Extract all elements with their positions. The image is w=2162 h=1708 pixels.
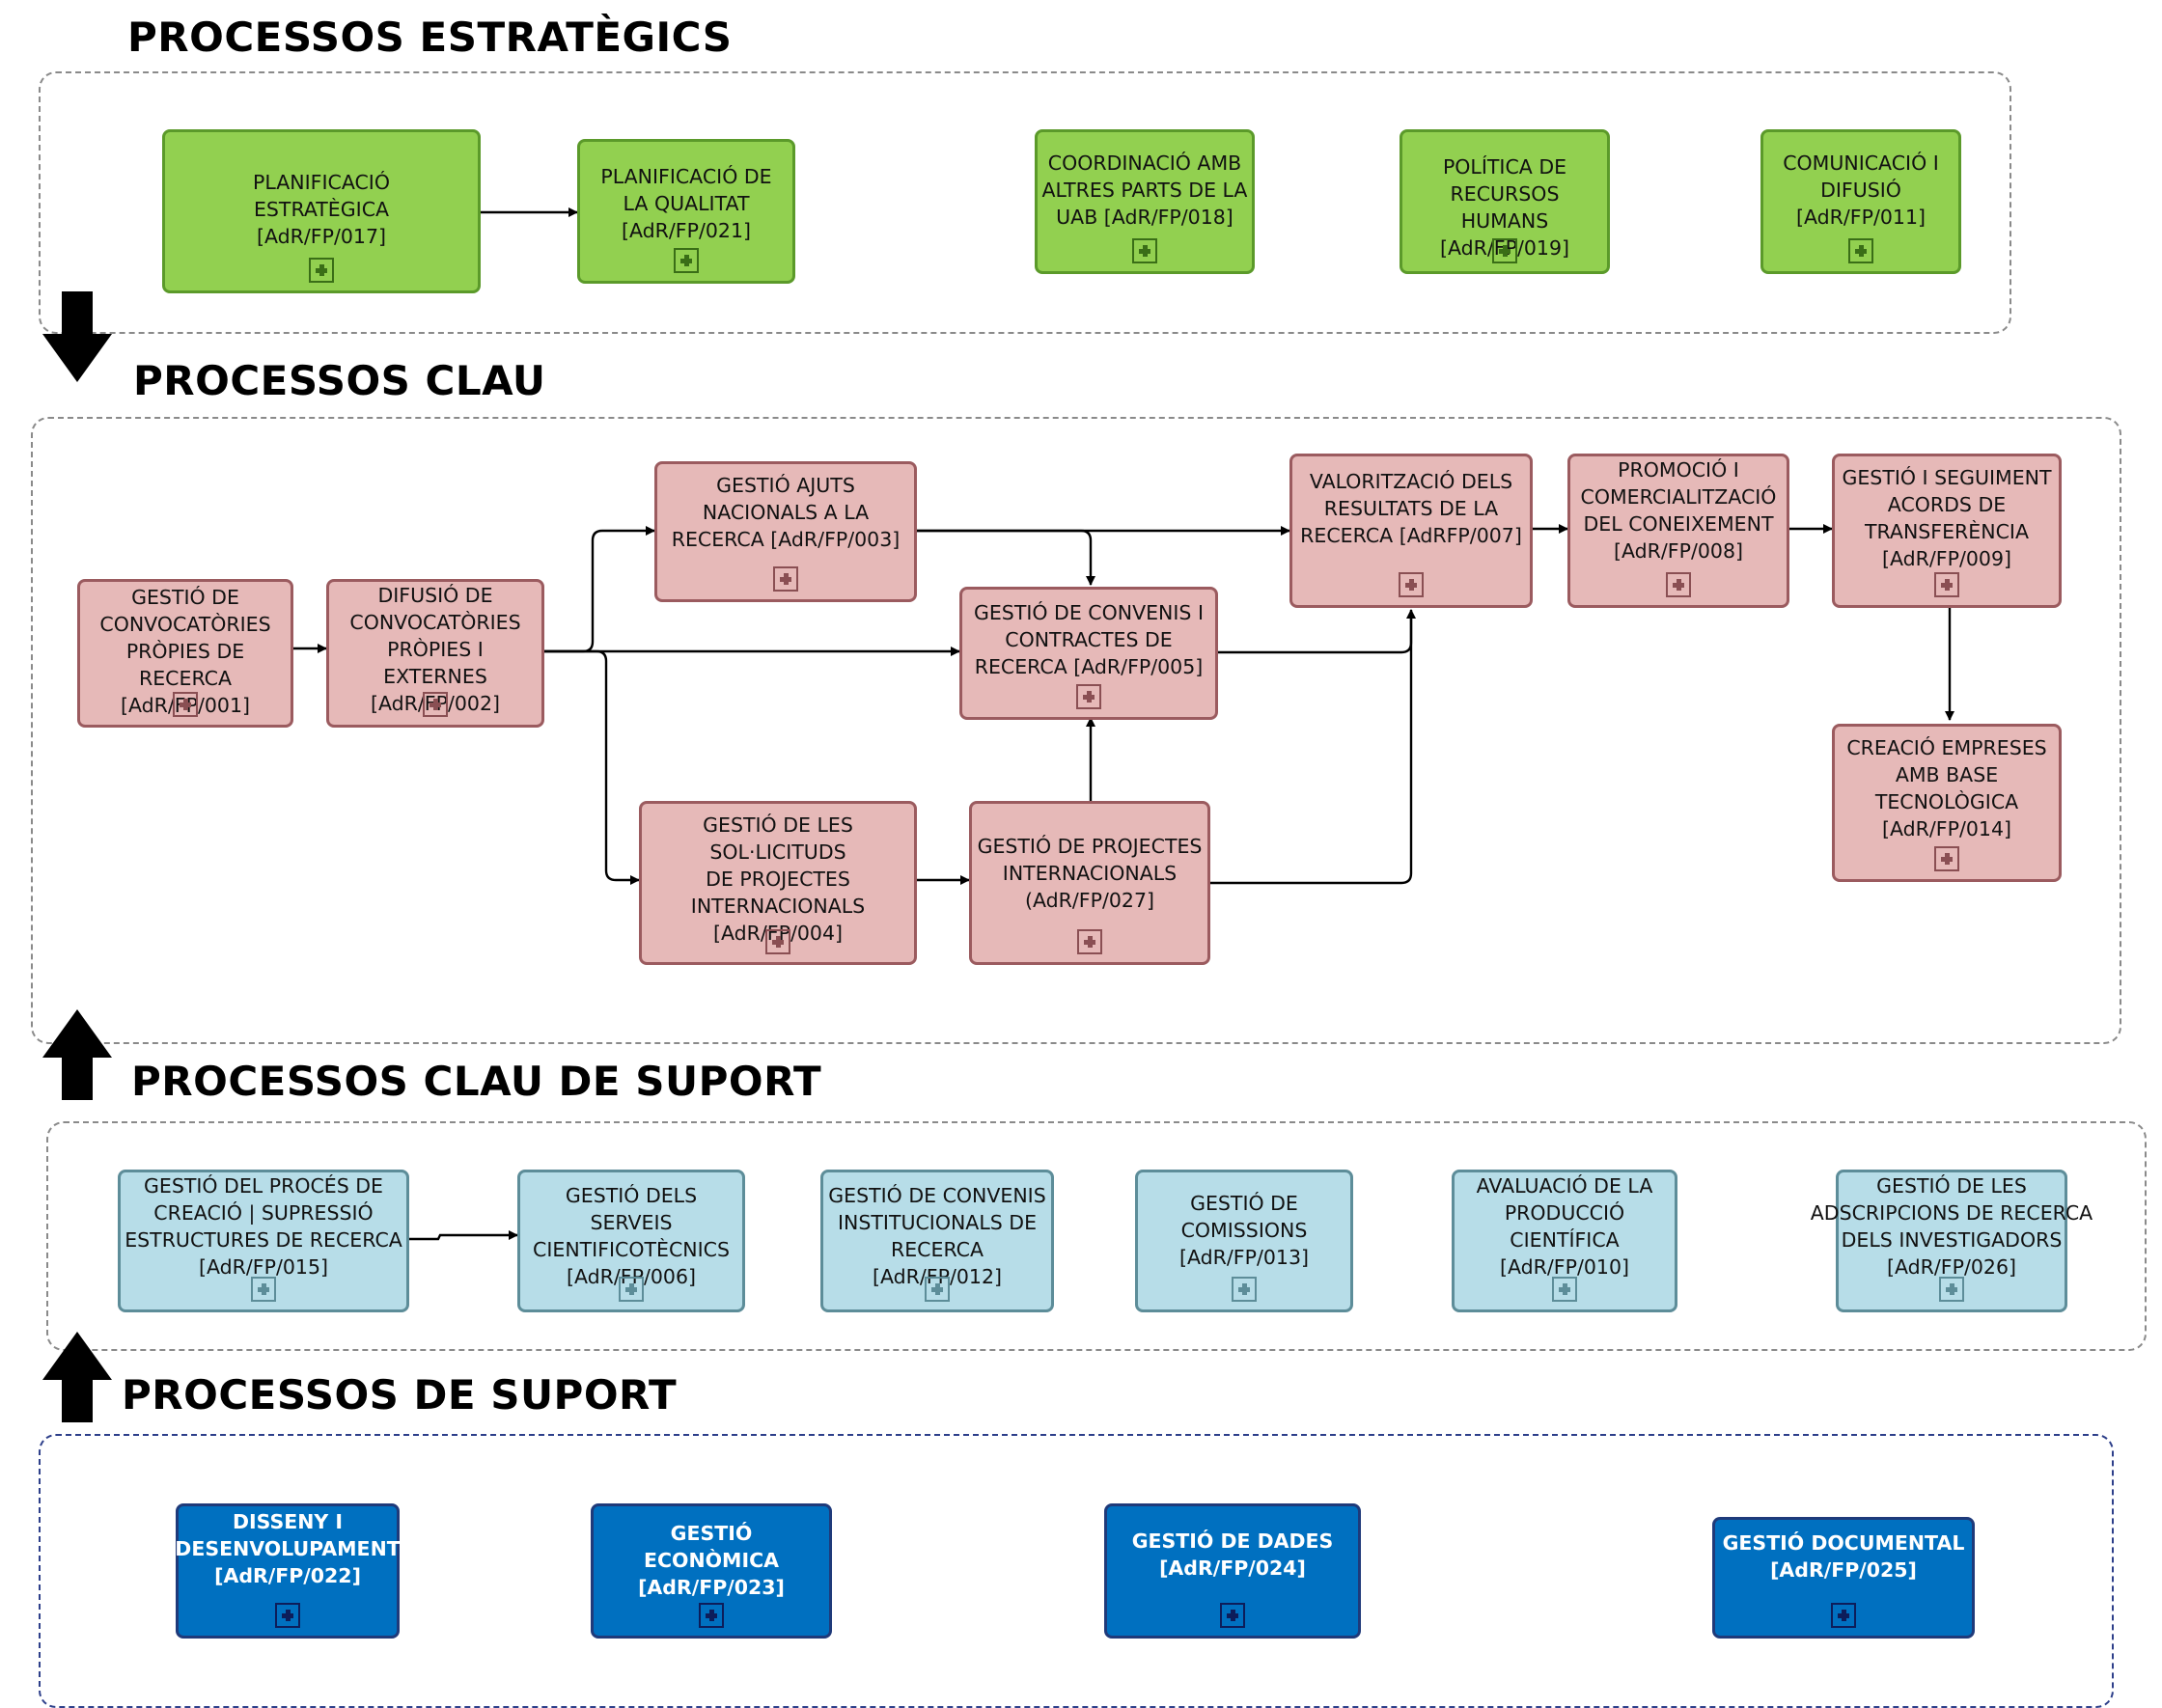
- section-title-key: PROCESSOS CLAU: [133, 357, 546, 404]
- process-label: DISSENY I DESENVOLUPAMENT [AdR/FP/022]: [175, 1510, 401, 1587]
- section-title-support: PROCESSOS DE SUPORT: [122, 1371, 678, 1419]
- expand-plus-icon[interactable]: [925, 1277, 950, 1302]
- expand-plus-icon[interactable]: [1552, 1277, 1577, 1302]
- lane-support: [39, 1434, 2114, 1708]
- up-arrow-icon: [42, 1332, 112, 1422]
- process-label: COORDINACIÓ AMB ALTRES PARTS DE LA UAB […: [1041, 152, 1248, 229]
- process-box-p022[interactable]: DISSENY I DESENVOLUPAMENT [AdR/FP/022]: [175, 1503, 401, 1639]
- process-label: PROMOCIÓ I COMERCIALITZACIÓ DEL CONEIXEM…: [1580, 458, 1777, 563]
- process-label: AVALUACIÓ DE LA PRODUCCIÓ CIENTÍFICA [Ad…: [1476, 1174, 1653, 1279]
- expand-plus-icon[interactable]: [1232, 1277, 1257, 1302]
- down-arrow-icon: [42, 291, 112, 382]
- process-box-p025[interactable]: GESTIÓ DOCUMENTAL [AdR/FP/025]: [1712, 1517, 1975, 1639]
- process-label: GESTIÓ DOCUMENTAL [AdR/FP/025]: [1722, 1531, 1965, 1582]
- process-label: GESTIÓ DEL PROCÉS DE CREACIÓ | SUPRESSIÓ…: [125, 1174, 402, 1279]
- process-label: GESTIÓ ECONÒMICA [AdR/FP/023]: [638, 1522, 785, 1599]
- process-label: GESTIÓ DELS SERVEIS CIENTIFICOTÈCNICS [A…: [533, 1184, 730, 1288]
- process-box-p011[interactable]: COMUNICACIÓ I DIFUSIÓ [AdR/FP/011]: [1760, 129, 1961, 274]
- expand-plus-icon[interactable]: [1132, 238, 1157, 263]
- process-label: GESTIÓ I SEGUIMENT ACORDS DE TRANSFERÈNC…: [1842, 466, 2052, 570]
- expand-plus-icon[interactable]: [1076, 684, 1101, 709]
- process-box-p004[interactable]: GESTIÓ DE LES SOL·LICITUDS DE PROJECTES …: [639, 801, 917, 965]
- process-box-p008[interactable]: PROMOCIÓ I COMERCIALITZACIÓ DEL CONEIXEM…: [1567, 454, 1789, 608]
- expand-plus-icon[interactable]: [1399, 572, 1424, 597]
- process-box-p023[interactable]: GESTIÓ ECONÒMICA [AdR/FP/023]: [591, 1503, 832, 1639]
- expand-plus-icon[interactable]: [619, 1277, 644, 1302]
- process-label: DIFUSIÓ DE CONVOCATÒRIES PRÒPIES I EXTER…: [349, 584, 521, 715]
- expand-plus-icon[interactable]: [173, 692, 198, 717]
- process-box-p009[interactable]: GESTIÓ I SEGUIMENT ACORDS DE TRANSFERÈNC…: [1832, 454, 2062, 608]
- process-box-p014[interactable]: CREACIÓ EMPRESES AMB BASE TECNOLÒGICA [A…: [1832, 724, 2062, 882]
- process-label: GESTIÓ DE CONVOCATÒRIES PRÒPIES DE RECER…: [99, 586, 271, 717]
- expand-plus-icon[interactable]: [1220, 1603, 1245, 1628]
- process-label: CREACIÓ EMPRESES AMB BASE TECNOLÒGICA [A…: [1846, 736, 2047, 840]
- section-title-strategic: PROCESSOS ESTRATÈGICS: [127, 14, 733, 61]
- expand-plus-icon[interactable]: [1666, 572, 1691, 597]
- process-box-p026[interactable]: GESTIÓ DE LES ADSCRIPCIONS DE RECERCA DE…: [1811, 1170, 2093, 1312]
- process-label: GESTIÓ DE LES ADSCRIPCIONS DE RECERCA DE…: [1810, 1174, 2093, 1279]
- expand-plus-icon[interactable]: [423, 692, 448, 717]
- process-label: VALORITZACIÓ DELS RESULTATS DE LA RECERC…: [1300, 470, 1522, 547]
- expand-plus-icon[interactable]: [1848, 238, 1873, 263]
- process-label: COMUNICACIÓ I DIFUSIÓ [AdR/FP/011]: [1783, 152, 1939, 229]
- expand-plus-icon[interactable]: [309, 258, 334, 283]
- process-label: GESTIÓ DE CONVENIS I CONTRACTES DE RECER…: [973, 601, 1205, 678]
- expand-plus-icon[interactable]: [674, 248, 699, 273]
- section-title-key-support: PROCESSOS CLAU DE SUPORT: [131, 1058, 822, 1105]
- process-box-p015[interactable]: GESTIÓ DEL PROCÉS DE CREACIÓ | SUPRESSIÓ…: [118, 1170, 409, 1312]
- process-box-p019[interactable]: POLÍTICA DE RECURSOS HUMANS [AdR/FP/019]: [1400, 129, 1610, 274]
- expand-plus-icon[interactable]: [1077, 929, 1102, 954]
- expand-plus-icon[interactable]: [773, 566, 798, 592]
- process-label: PLANIFICACIÓ DE LA QUALITAT [AdR/FP/021]: [600, 165, 772, 242]
- expand-plus-icon[interactable]: [699, 1603, 724, 1628]
- expand-plus-icon[interactable]: [1492, 238, 1517, 263]
- process-label: PLANIFICACIÓ ESTRATÈGICA [AdR/FP/017]: [253, 171, 390, 248]
- process-label: GESTIÓ DE PROJECTES INTERNACIONALS (AdR/…: [977, 835, 1203, 912]
- expand-plus-icon[interactable]: [765, 929, 790, 954]
- expand-plus-icon[interactable]: [1831, 1603, 1856, 1628]
- process-box-p002[interactable]: DIFUSIÓ DE CONVOCATÒRIES PRÒPIES I EXTER…: [326, 579, 544, 728]
- process-box-p001[interactable]: GESTIÓ DE CONVOCATÒRIES PRÒPIES DE RECER…: [77, 579, 293, 728]
- process-box-p024[interactable]: GESTIÓ DE DADES [AdR/FP/024]: [1104, 1503, 1361, 1639]
- process-box-p006[interactable]: GESTIÓ DELS SERVEIS CIENTIFICOTÈCNICS [A…: [517, 1170, 745, 1312]
- expand-plus-icon[interactable]: [1934, 572, 1959, 597]
- expand-plus-icon[interactable]: [275, 1603, 300, 1628]
- process-box-p013[interactable]: GESTIÓ DE COMISSIONS [AdR/FP/013]: [1135, 1170, 1353, 1312]
- process-box-p021[interactable]: PLANIFICACIÓ DE LA QUALITAT [AdR/FP/021]: [577, 139, 795, 284]
- expand-plus-icon[interactable]: [1934, 846, 1959, 871]
- process-box-p010[interactable]: AVALUACIÓ DE LA PRODUCCIÓ CIENTÍFICA [Ad…: [1452, 1170, 1677, 1312]
- process-label: GESTIÓ DE COMISSIONS [AdR/FP/013]: [1178, 1192, 1309, 1269]
- process-label: GESTIÓ DE LES SOL·LICITUDS DE PROJECTES …: [690, 813, 866, 945]
- process-label: GESTIÓ DE DADES [AdR/FP/024]: [1131, 1529, 1334, 1580]
- lane-strategic: [39, 71, 2011, 334]
- lane-key-support: [46, 1121, 2147, 1351]
- process-label: GESTIÓ AJUTS NACIONALS A LA RECERCA [AdR…: [671, 474, 901, 551]
- process-box-p007[interactable]: VALORITZACIÓ DELS RESULTATS DE LA RECERC…: [1289, 454, 1533, 608]
- process-box-p003[interactable]: GESTIÓ AJUTS NACIONALS A LA RECERCA [AdR…: [654, 461, 917, 602]
- expand-plus-icon[interactable]: [251, 1277, 276, 1302]
- up-arrow-icon: [42, 1009, 112, 1100]
- process-box-p012[interactable]: GESTIÓ DE CONVENIS INSTITUCIONALS DE REC…: [820, 1170, 1054, 1312]
- process-box-p018[interactable]: COORDINACIÓ AMB ALTRES PARTS DE LA UAB […: [1035, 129, 1255, 274]
- process-box-p017[interactable]: PLANIFICACIÓ ESTRATÈGICA [AdR/FP/017]: [162, 129, 481, 293]
- process-box-p027[interactable]: GESTIÓ DE PROJECTES INTERNACIONALS (AdR/…: [969, 801, 1210, 965]
- process-label: GESTIÓ DE CONVENIS INSTITUCIONALS DE REC…: [828, 1184, 1046, 1288]
- lane-key: [31, 417, 2121, 1044]
- expand-plus-icon[interactable]: [1939, 1277, 1964, 1302]
- process-box-p005[interactable]: GESTIÓ DE CONVENIS I CONTRACTES DE RECER…: [959, 587, 1218, 720]
